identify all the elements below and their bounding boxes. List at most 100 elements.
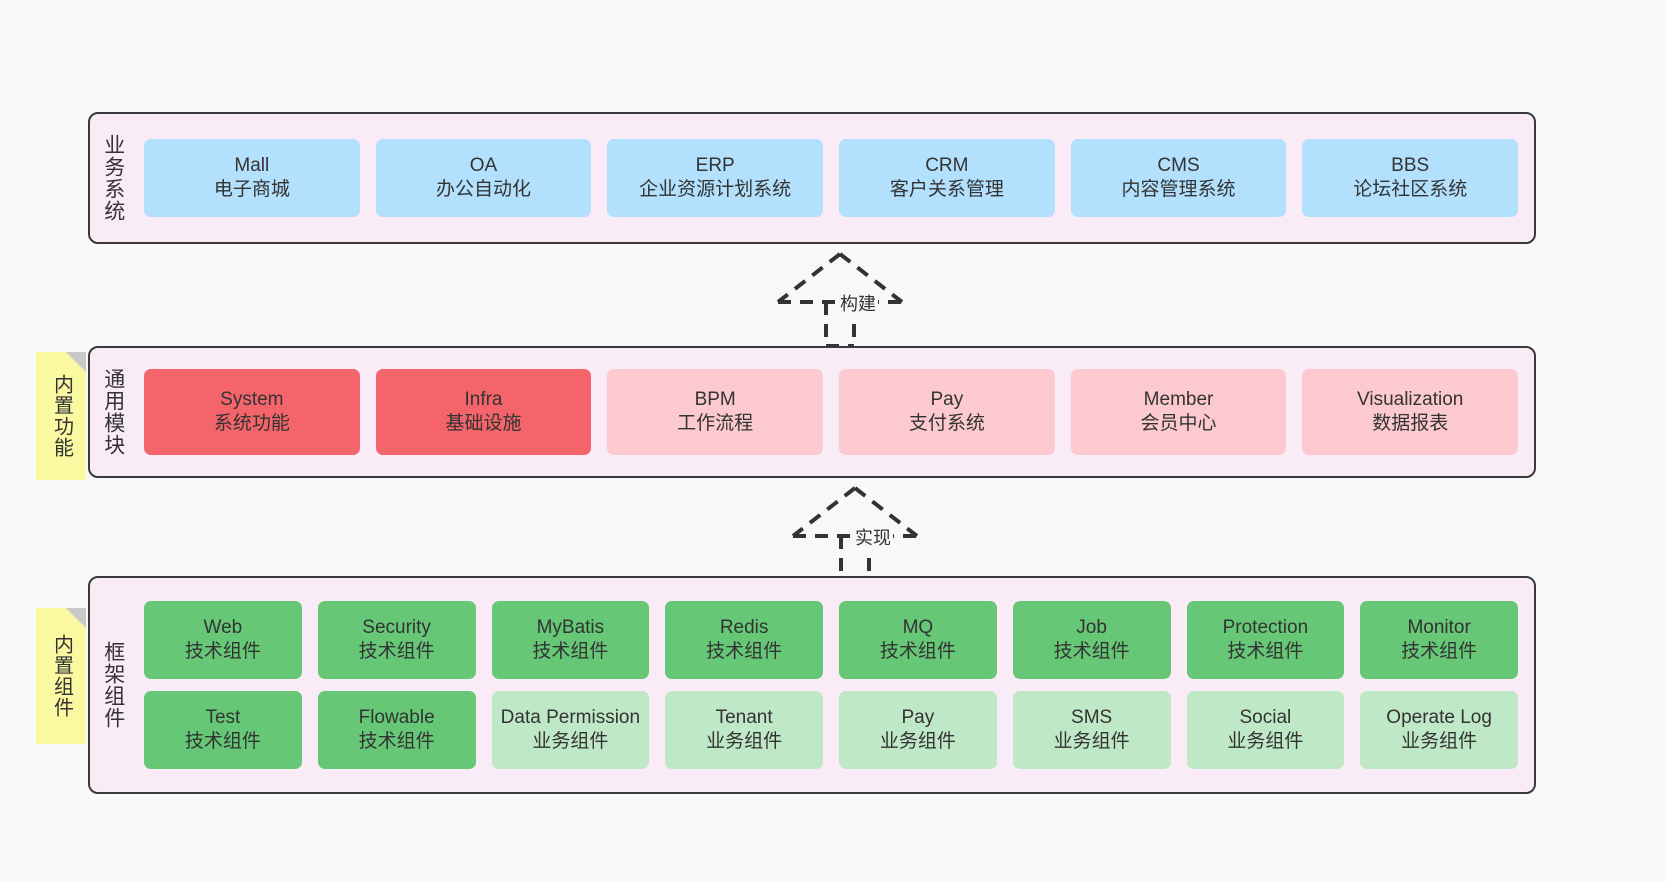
business-system-card[interactable]: CRM 客户关系管理: [839, 139, 1055, 217]
framework-technical-card-subtitle: 技术组件: [1401, 641, 1478, 662]
common-module-card-title: BPM: [694, 388, 736, 410]
common-module-card-title: Infra: [464, 388, 503, 410]
layer-framework-components-title: 框架组件: [101, 641, 125, 729]
business-system-card-subtitle: 客户关系管理: [889, 179, 1004, 200]
framework-business-card-title: Data Permission: [500, 706, 641, 728]
business-system-card-title: CRM: [925, 154, 969, 176]
framework-technical-card-subtitle: 技术组件: [358, 641, 435, 662]
framework-technical-card[interactable]: Monitor 技术组件: [1360, 601, 1518, 679]
framework-technical-card-title: Monitor: [1407, 616, 1471, 638]
framework-business-card-subtitle: 技术组件: [358, 731, 435, 752]
common-module-card-subtitle: 支付系统: [908, 413, 985, 434]
sticky-note-builtin-components-label: 内置组件: [50, 634, 73, 718]
framework-business-card-subtitle: 业务组件: [706, 731, 783, 752]
common-module-card-title: Visualization: [1357, 388, 1464, 410]
framework-business-card[interactable]: SMS 业务组件: [1012, 691, 1171, 769]
connector-build-label: 构建: [838, 290, 878, 316]
layer-common-modules-title: 通用模块: [101, 368, 125, 456]
business-system-card[interactable]: ERP 企业资源计划系统: [607, 139, 824, 217]
business-system-card-subtitle: 论坛社区系统: [1353, 179, 1468, 200]
business-system-card-subtitle: 电子商城: [213, 179, 290, 200]
framework-business-card[interactable]: Pay 业务组件: [839, 691, 997, 769]
connector-implement: 实现: [775, 482, 935, 582]
common-module-card-subtitle: 工作流程: [677, 413, 754, 434]
business-system-card-title: OA: [469, 154, 498, 176]
framework-business-card-title: Tenant: [715, 706, 773, 728]
framework-technical-card-title: Redis: [719, 616, 769, 638]
framework-business-card-title: Flowable: [358, 706, 435, 728]
layer-business-system: 业务系统 Mall 电子商城 OA 办公自动化 ERP 企业资源计划系统 CRM 客户关系管理…: [88, 112, 1536, 244]
sticky-note-builtin-components: 内置组件: [36, 608, 86, 744]
framework-technical-card[interactable]: Web 技术组件: [144, 601, 302, 679]
connector-build: 构建: [760, 248, 920, 348]
common-module-card[interactable]: Member 会员中心: [1070, 369, 1287, 455]
common-module-card-subtitle: 系统功能: [213, 413, 290, 434]
business-system-card[interactable]: OA 办公自动化: [375, 139, 592, 217]
common-module-card[interactable]: Pay 支付系统: [839, 369, 1055, 455]
framework-business-card[interactable]: Social 业务组件: [1186, 691, 1345, 769]
framework-business-card-title: Test: [205, 706, 241, 728]
framework-technical-card[interactable]: Redis 技术组件: [665, 601, 823, 679]
common-module-card[interactable]: Visualization 数据报表: [1302, 369, 1519, 455]
common-module-card-title: System: [220, 388, 284, 410]
common-module-card-title: Member: [1143, 388, 1214, 410]
common-module-card[interactable]: Infra 基础设施: [375, 369, 592, 455]
framework-technical-card-title: Security: [362, 616, 431, 638]
common-module-card-title: Pay: [930, 388, 964, 410]
framework-business-card[interactable]: Operate Log 业务组件: [1360, 691, 1518, 769]
business-system-card[interactable]: BBS 论坛社区系统: [1302, 139, 1519, 217]
framework-technical-card[interactable]: Security 技术组件: [317, 601, 476, 679]
layer-common-modules: 通用模块 System 系统功能 Infra 基础设施 BPM 工作流程 Pay 支付系统 Me…: [88, 346, 1536, 478]
business-system-card-subtitle: 企业资源计划系统: [639, 179, 792, 200]
framework-business-card[interactable]: Flowable 技术组件: [317, 691, 476, 769]
business-system-card-title: BBS: [1391, 154, 1430, 176]
common-module-card-subtitle: 基础设施: [445, 413, 522, 434]
common-module-card[interactable]: System 系统功能: [144, 369, 360, 455]
business-system-card[interactable]: Mall 电子商城: [144, 139, 360, 217]
framework-business-card-subtitle: 业务组件: [1227, 731, 1304, 752]
business-card-row: Mall 电子商城 OA 办公自动化 ERP 企业资源计划系统 CRM 客户关系管理 CMS 内容…: [144, 139, 1519, 217]
business-system-card-title: Mall: [234, 154, 270, 176]
layer-common-modules-body: System 系统功能 Infra 基础设施 BPM 工作流程 Pay 支付系统 Member 会…: [136, 348, 1534, 476]
business-system-card-title: ERP: [695, 154, 735, 176]
common-module-card[interactable]: BPM 工作流程: [607, 369, 824, 455]
common-module-card-subtitle: 会员中心: [1140, 413, 1217, 434]
common-module-card-subtitle: 数据报表: [1372, 413, 1449, 434]
framework-business-card-title: Pay: [901, 706, 935, 728]
business-system-card[interactable]: CMS 内容管理系统: [1070, 139, 1287, 217]
framework-business-card-title: SMS: [1071, 706, 1113, 728]
common-card-row: System 系统功能 Infra 基础设施 BPM 工作流程 Pay 支付系统 Member 会…: [144, 369, 1519, 455]
framework-business-card-title: Operate Log: [1386, 706, 1492, 728]
framework-business-card-subtitle: 业务组件: [879, 731, 956, 752]
framework-business-card-title: Social: [1239, 706, 1292, 728]
connector-implement-label: 实现: [853, 524, 893, 550]
framework-business-card-subtitle: 业务组件: [1053, 731, 1130, 752]
framework-technical-card-subtitle: 技术组件: [1227, 641, 1304, 662]
business-system-card-title: CMS: [1157, 154, 1200, 176]
layer-business-system-title: 业务系统: [101, 134, 125, 222]
framework-technical-card[interactable]: Protection 技术组件: [1186, 601, 1345, 679]
sticky-note-builtin-features: 内置功能: [36, 352, 86, 480]
framework-business-card[interactable]: Tenant 业务组件: [665, 691, 823, 769]
framework-technical-card-subtitle: 技术组件: [184, 641, 261, 662]
business-system-card-subtitle: 内容管理系统: [1121, 179, 1236, 200]
framework-technical-card-title: Job: [1076, 616, 1107, 638]
framework-technical-card-subtitle: 技术组件: [706, 641, 783, 662]
framework-technical-card-title: Protection: [1222, 616, 1309, 638]
sticky-note-builtin-features-label: 内置功能: [50, 374, 73, 458]
framework-business-card-subtitle: 业务组件: [1401, 731, 1478, 752]
framework-technical-card-subtitle: 技术组件: [879, 641, 956, 662]
framework-technical-card-title: Web: [203, 616, 243, 638]
layer-business-system-body: Mall 电子商城 OA 办公自动化 ERP 企业资源计划系统 CRM 客户关系管理 CMS 内容…: [136, 114, 1534, 242]
business-system-card-subtitle: 办公自动化: [436, 179, 532, 200]
